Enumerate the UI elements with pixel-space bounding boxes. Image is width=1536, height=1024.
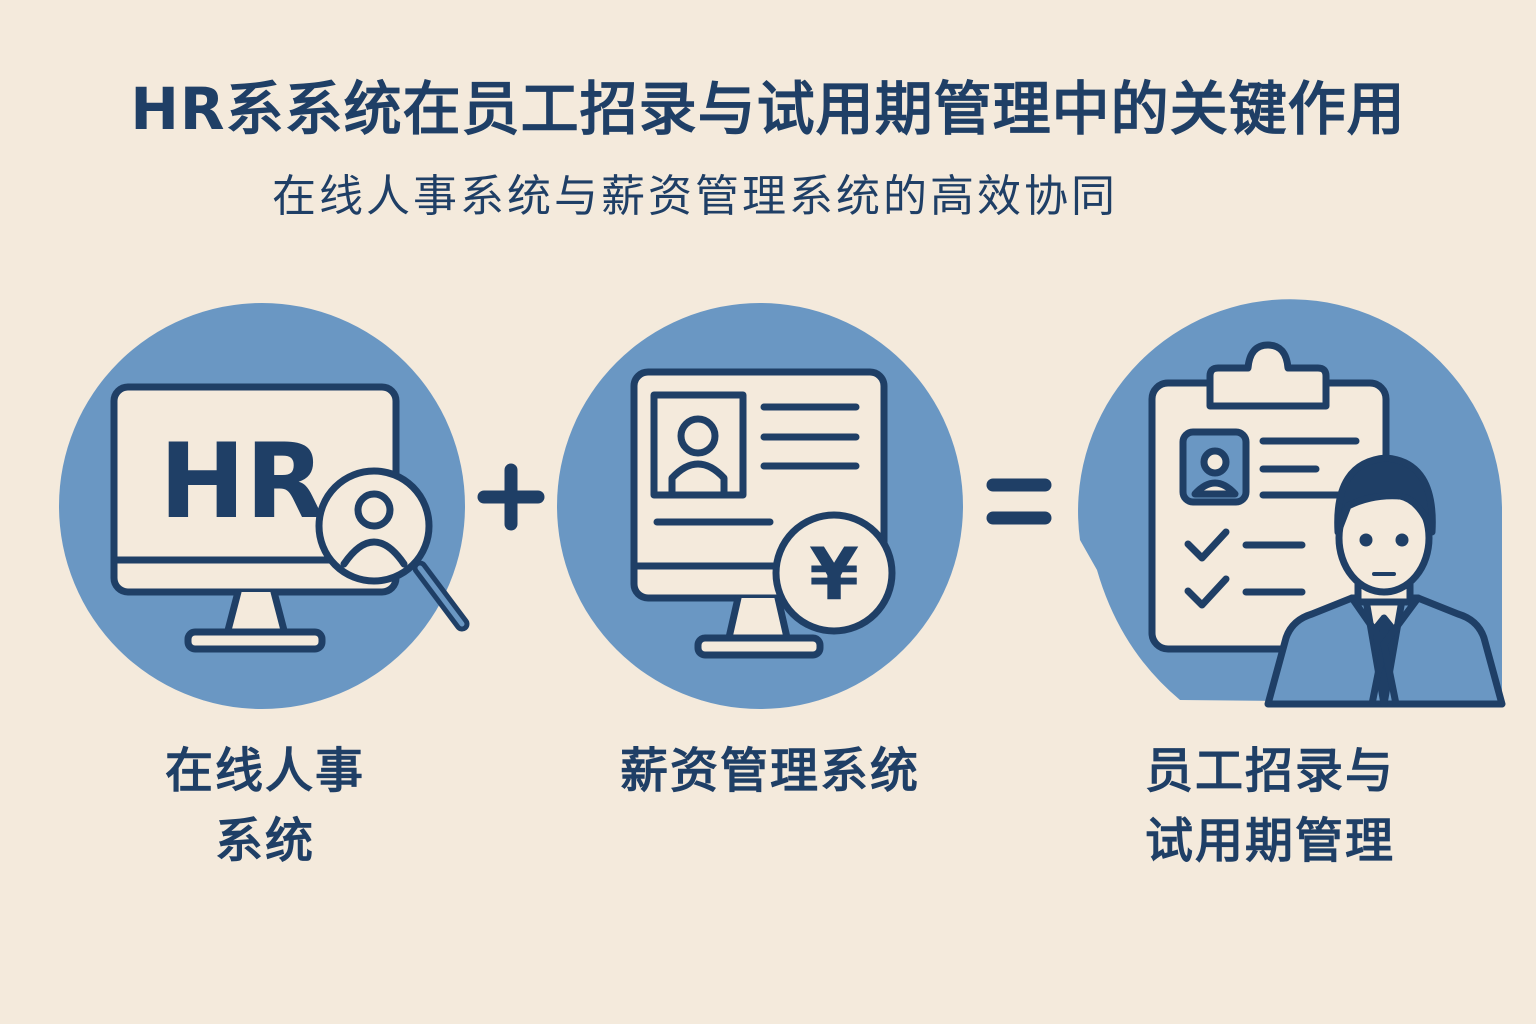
label-payroll-system-line1: 薪资管理系统 [619, 743, 920, 799]
label-hr-system-line1: 在线人事 [164, 743, 365, 799]
label-payroll-system: 薪资管理系统 [560, 736, 980, 806]
label-recruitment-line1: 员工招录与 [1144, 743, 1395, 799]
label-hr-system: 在线人事 系统 [70, 736, 460, 876]
label-recruitment-probation: 员工招录与 试用期管理 [1070, 736, 1470, 876]
hr-monitor-text: HR [159, 422, 325, 542]
clipboard-employee-icon [1148, 341, 1506, 708]
page-subtitle: 在线人事系统与薪资管理系统的高效协同 [272, 171, 1118, 222]
label-recruitment-line2: 试用期管理 [1144, 813, 1395, 869]
equals-icon [986, 478, 1052, 525]
yen-symbol: ¥ [809, 532, 859, 616]
page-title: HR系系统在员工招录与试用期管理中的关键作用 [130, 75, 1406, 143]
label-hr-system-line2: 系统 [214, 813, 315, 869]
hr-monitor-search-icon: HR [110, 383, 470, 653]
payroll-monitor-yen-icon: ¥ [630, 368, 896, 659]
plus-icon [477, 463, 545, 531]
